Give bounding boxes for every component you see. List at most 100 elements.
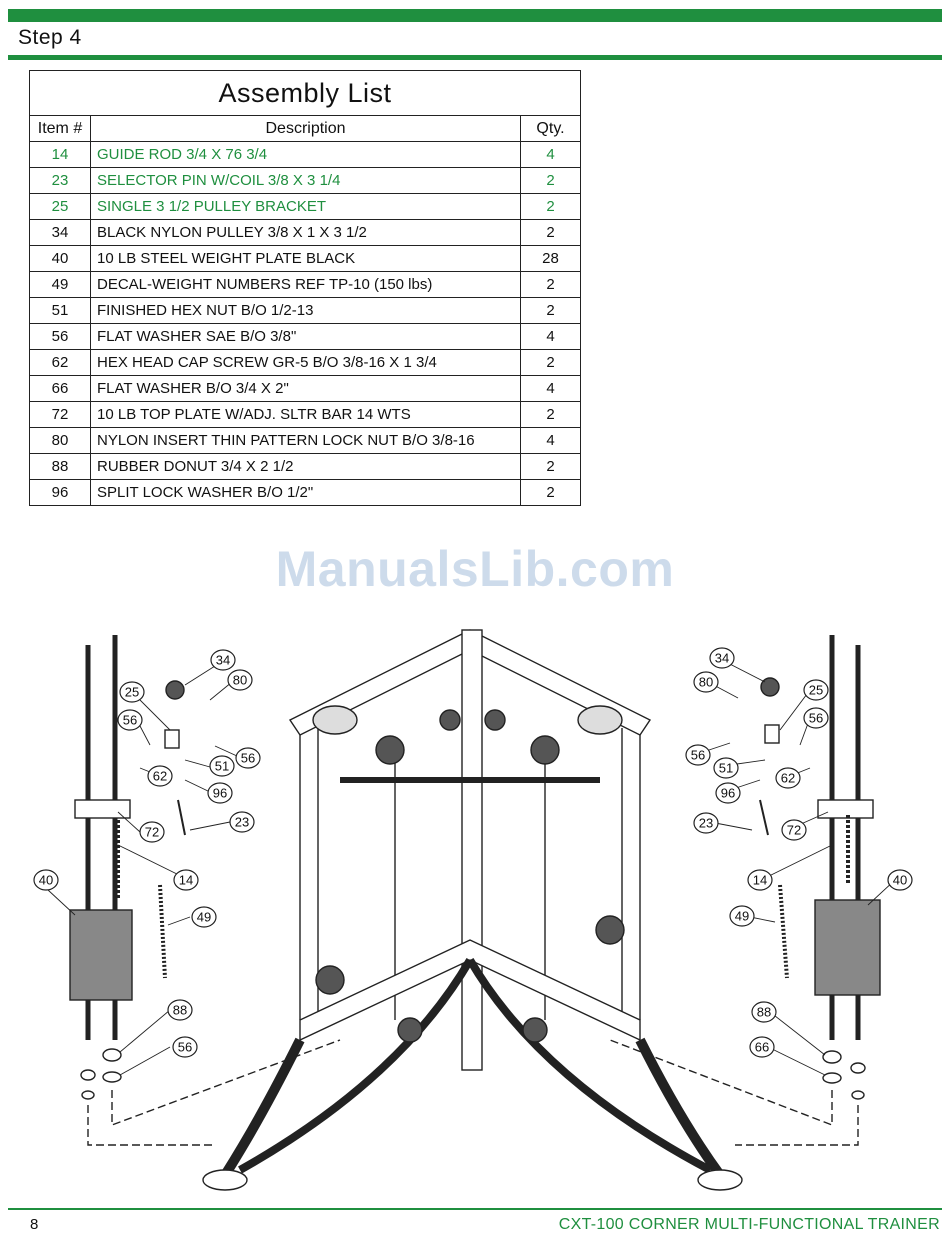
callout-bubble <box>147 765 173 787</box>
callout-label: 72 <box>145 825 159 840</box>
description-cell: SELECTOR PIN W/COIL 3/8 X 3 1/4 <box>90 167 521 194</box>
description-cell: SINGLE 3 1/2 PULLEY BRACKET <box>90 193 521 220</box>
qty-cell: 4 <box>520 323 581 350</box>
callout-bubble <box>209 755 235 777</box>
callout-label: 14 <box>179 873 193 888</box>
callout-label: 88 <box>757 1005 771 1020</box>
callout-bubble <box>139 821 165 843</box>
callout-label: 96 <box>213 786 227 801</box>
callout-bubble <box>117 709 143 731</box>
callout-label: 23 <box>699 816 713 831</box>
description-cell: HEX HEAD CAP SCREW GR-5 B/O 3/8-16 X 1 3… <box>90 349 521 376</box>
column-header-item: Item # <box>29 115 91 142</box>
callout-bubble <box>167 999 193 1021</box>
description-cell: 10 LB STEEL WEIGHT PLATE BLACK <box>90 245 521 272</box>
description-cell: NYLON INSERT THIN PATTERN LOCK NUT B/O 3… <box>90 427 521 454</box>
item-cell: 62 <box>29 349 91 376</box>
callout-label: 40 <box>893 873 907 888</box>
qty-cell: 2 <box>520 167 581 194</box>
item-cell: 96 <box>29 479 91 506</box>
callout-label: 51 <box>215 759 229 774</box>
item-cell: 14 <box>29 141 91 168</box>
description-cell: SPLIT LOCK WASHER B/O 1/2" <box>90 479 521 506</box>
callout-bubble <box>227 669 253 691</box>
header-top-bar <box>8 9 942 22</box>
qty-cell: 2 <box>520 271 581 298</box>
callout-label: 56 <box>809 711 823 726</box>
callout-bubble <box>685 744 711 766</box>
callout-label: 23 <box>235 815 249 830</box>
callout-label: 62 <box>781 771 795 786</box>
callout-bubble <box>747 869 773 891</box>
callout-bubble <box>191 906 217 928</box>
description-cell: FLAT WASHER B/O 3/4 X 2" <box>90 375 521 402</box>
callout-label: 34 <box>216 653 230 668</box>
qty-cell: 2 <box>520 401 581 428</box>
qty-cell: 2 <box>520 479 581 506</box>
item-cell: 56 <box>29 323 91 350</box>
footer-title: CXT-100 CORNER MULTI-FUNCTIONAL TRAINER <box>558 1216 940 1233</box>
item-cell: 25 <box>29 193 91 220</box>
callout-bubble <box>172 1036 198 1058</box>
callout-label: 25 <box>125 685 139 700</box>
callout-label: 56 <box>178 1040 192 1055</box>
item-cell: 49 <box>29 271 91 298</box>
qty-cell: 4 <box>520 427 581 454</box>
callout-bubble <box>781 819 807 841</box>
callout-label: 40 <box>39 873 53 888</box>
assembly-list-table: Assembly List Item # Description Qty. 14… <box>29 70 581 506</box>
callout-label: 96 <box>721 786 735 801</box>
qty-cell: 2 <box>520 349 581 376</box>
callout-bubble <box>33 869 59 891</box>
callout-bubble <box>235 747 261 769</box>
callout-bubble <box>751 1001 777 1023</box>
footer-rule <box>8 1208 942 1210</box>
watermark: ManualsLib.com <box>275 541 675 597</box>
callout-label: 62 <box>153 769 167 784</box>
header-rule <box>8 55 942 60</box>
qty-cell: 2 <box>520 219 581 246</box>
callout-bubble <box>729 905 755 927</box>
callout-bubble <box>713 757 739 779</box>
assembly-list-title: Assembly List <box>29 70 581 116</box>
qty-cell: 28 <box>520 245 581 272</box>
item-cell: 51 <box>29 297 91 324</box>
callout-bubble <box>229 811 255 833</box>
callout-bubble <box>775 767 801 789</box>
callout-label: 66 <box>755 1040 769 1055</box>
qty-cell: 4 <box>520 141 581 168</box>
qty-cell: 2 <box>520 297 581 324</box>
callout-label: 56 <box>123 713 137 728</box>
page-number: 8 <box>30 1216 39 1233</box>
callout-label: 49 <box>197 910 211 925</box>
description-cell: 10 LB TOP PLATE W/ADJ. SLTR BAR 14 WTS <box>90 401 521 428</box>
callout-bubble <box>693 671 719 693</box>
callout-bubble <box>749 1036 775 1058</box>
item-cell: 23 <box>29 167 91 194</box>
callout-bubble <box>715 782 741 804</box>
column-header-qty: Qty. <box>520 115 581 142</box>
callout-label: 49 <box>735 909 749 924</box>
item-cell: 88 <box>29 453 91 480</box>
description-cell: DECAL-WEIGHT NUMBERS REF TP-10 (150 lbs) <box>90 271 521 298</box>
corner-frame <box>202 629 743 1191</box>
callout-label: 56 <box>241 751 255 766</box>
callout-bubble <box>207 782 233 804</box>
callout-bubble <box>803 679 829 701</box>
qty-cell: 4 <box>520 375 581 402</box>
callout-label: 25 <box>809 683 823 698</box>
callout-label: 88 <box>173 1003 187 1018</box>
